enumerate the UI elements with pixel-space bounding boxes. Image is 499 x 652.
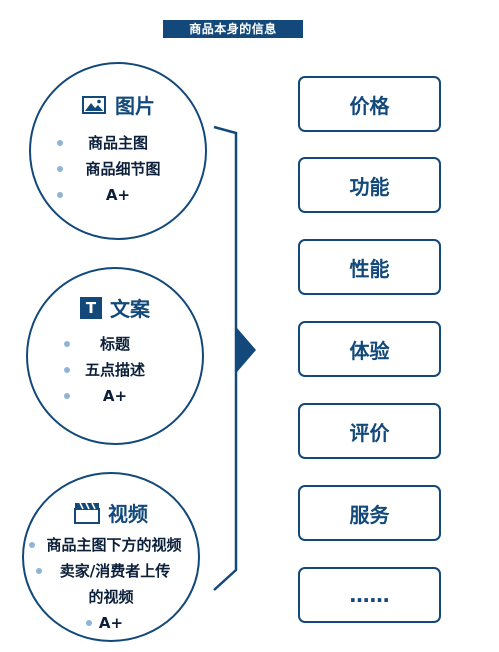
list-item: A+ (28, 383, 202, 409)
attribute-box-more: …… (298, 567, 441, 623)
list-item: 卖家/消费者上传 (24, 558, 198, 584)
group-label-copy: 文案 (110, 297, 150, 321)
group-list-copy: 标题 五点描述 A+ (28, 331, 202, 409)
text-t-icon: T (80, 296, 102, 319)
group-label-images: 图片 (115, 94, 155, 118)
attribute-box-service: 服务 (298, 485, 441, 541)
list-item: 商品细节图 (31, 156, 205, 182)
group-header-video: 视频 (24, 498, 198, 527)
list-item: A+ (31, 182, 205, 208)
group-circle-images: 图片 商品主图 商品细节图 A+ (29, 62, 207, 240)
attribute-box-reviews: 评价 (298, 403, 441, 459)
diagram-title: 商品本身的信息 (163, 20, 303, 38)
group-circle-video: 视频 商品主图下方的视频 卖家/消费者上传 的视频 A+ (22, 472, 200, 642)
attribute-box-price: 价格 (298, 76, 441, 132)
attribute-box-experience: 体验 (298, 321, 441, 377)
clapperboard-icon (74, 502, 100, 524)
group-header-copy: T 文案 (28, 293, 202, 322)
group-header-images: 图片 (31, 90, 205, 119)
list-item: 标题 (28, 331, 202, 357)
list-item: 五点描述 (28, 357, 202, 383)
image-icon (81, 95, 107, 115)
group-label-video: 视频 (108, 502, 148, 526)
list-item: 的视频 (88, 588, 134, 606)
list-item: A+ (24, 610, 198, 636)
group-list-video: 商品主图下方的视频 卖家/消费者上传 的视频 A+ (24, 532, 198, 636)
list-item: 商品主图下方的视频 (24, 532, 198, 558)
group-list-images: 商品主图 商品细节图 A+ (31, 130, 205, 208)
list-item: 商品主图 (31, 130, 205, 156)
attribute-box-function: 功能 (298, 157, 441, 213)
group-circle-copy: T 文案 标题 五点描述 A+ (26, 267, 204, 445)
attribute-box-performance: 性能 (298, 239, 441, 295)
